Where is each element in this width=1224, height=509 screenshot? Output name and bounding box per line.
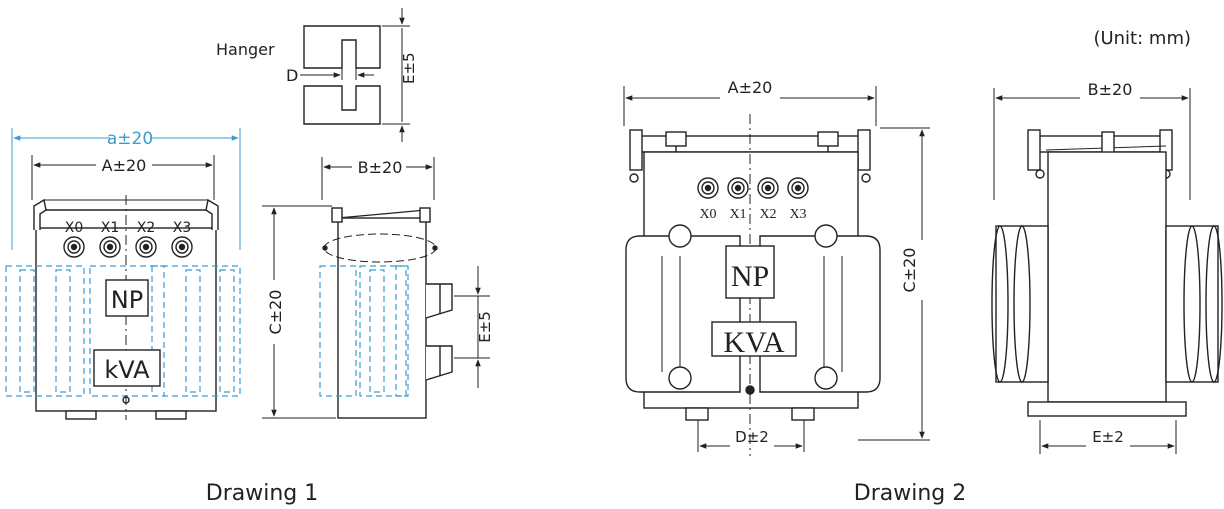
d2-kva-label: KVA: [723, 326, 784, 359]
front-terminal-x1: X1: [101, 220, 120, 236]
side-windings-dashed: [319, 265, 409, 397]
d2-side-coils: [991, 225, 1223, 383]
side-body: [337, 217, 427, 419]
d2-dim-a-label: A±20: [728, 78, 773, 97]
dim-b-label: B±20: [358, 158, 403, 177]
d2-terminals: [697, 177, 809, 199]
d2-dim-e-label: E±2: [1092, 428, 1124, 446]
d2-terminal-x0: X0: [699, 207, 716, 222]
dim-a-outer-label: a±20: [107, 129, 153, 149]
d2-np-label: NP: [731, 260, 769, 293]
drawing-1: Hanger D E±5 a±20: [5, 8, 494, 420]
drawing-2-caption: Drawing 2: [854, 481, 966, 506]
front-np-plate: [105, 279, 149, 317]
d2-dim-b-label: B±20: [1088, 80, 1133, 99]
drawing-2: A±20 X0 X1 X2 X3: [623, 78, 1223, 456]
hanger-e-label: E±5: [400, 52, 418, 84]
dim-e-side-label: E±5: [476, 311, 494, 343]
dim-a-label: A±20: [102, 156, 147, 175]
front-lift-right: [205, 198, 219, 230]
unit-note: (Unit: mm): [1093, 28, 1191, 49]
d2-kva-plate: [711, 321, 797, 357]
front-terminal-x3: X3: [173, 220, 192, 236]
front-terminal-x0: X0: [65, 220, 84, 236]
d2-dim-c-label: C±20: [900, 248, 919, 293]
front-windings-dashed: [5, 265, 241, 397]
d2-dim-d-label: D±2: [735, 428, 769, 446]
hanger-upper-shape: [303, 25, 381, 69]
d2-terminal-x1: X1: [729, 207, 746, 222]
d2-side-body: [1047, 151, 1167, 403]
hanger-detail: Hanger D E±5: [216, 8, 418, 142]
dim-c-label: C±20: [266, 290, 285, 335]
front-terminal-x2: X2: [137, 220, 156, 236]
hanger-label: Hanger: [216, 40, 275, 59]
front-lift-left: [33, 198, 47, 230]
hanger-d-label: D: [286, 66, 298, 85]
front-terminals: [63, 236, 193, 258]
d2-np-plate: [725, 245, 775, 299]
d2-terminal-x3: X3: [789, 207, 806, 222]
dim-a-outer: [11, 128, 241, 250]
d2-terminal-x2: X2: [759, 207, 776, 222]
front-kva-plate: [93, 349, 161, 387]
front-kva-label: kVA: [104, 356, 150, 384]
front-np-label: NP: [111, 286, 143, 314]
drawing-1-caption: Drawing 1: [206, 481, 318, 506]
hanger-lower-shape: [303, 85, 381, 125]
